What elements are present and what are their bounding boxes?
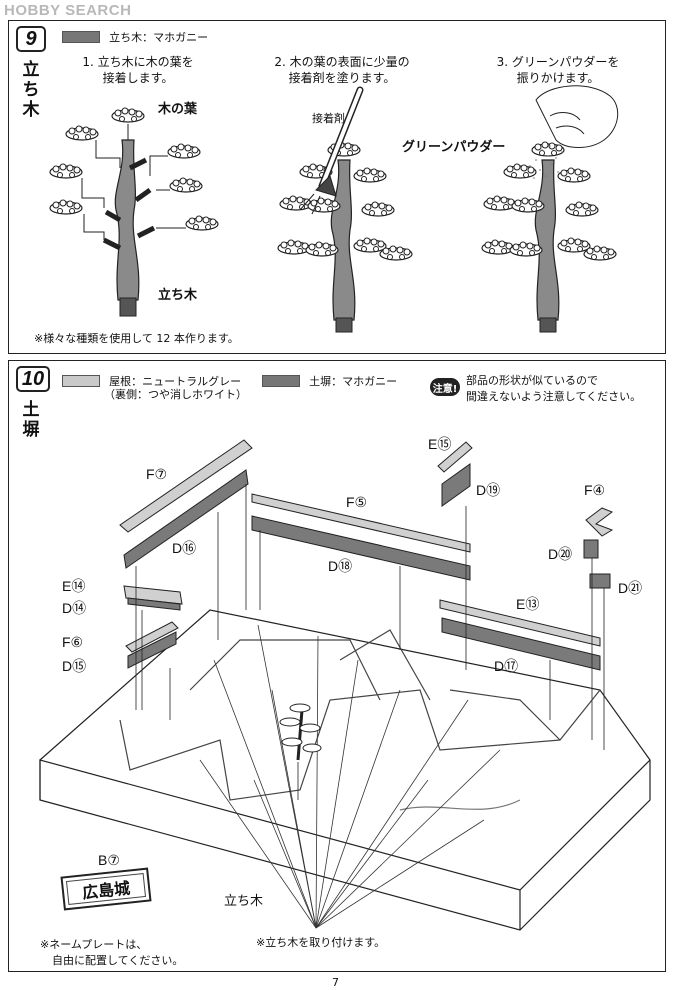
neutral-gray-swatch bbox=[62, 374, 100, 387]
page-number: 7 bbox=[332, 976, 339, 989]
glue-label: 接着剤 bbox=[312, 112, 345, 125]
label-e14: E⑭ bbox=[62, 578, 86, 594]
watermark: HOBBY SEARCH bbox=[4, 2, 132, 19]
label-e15: E⑮ bbox=[428, 436, 452, 452]
label-d17: D⑰ bbox=[494, 658, 519, 674]
step9-instruction-2: 2. 木の葉の表面に少量の 接着剤を塗ります。 bbox=[274, 55, 410, 85]
trunk-label-step9: 立ち木 bbox=[158, 288, 198, 303]
step9-note: ※様々な種類を使用して 12 本作ります。 bbox=[34, 332, 239, 345]
leaves-label: 木の葉 bbox=[158, 102, 198, 117]
wall-paint-text: 土塀：マホガニー bbox=[309, 375, 398, 388]
step10-panel bbox=[8, 360, 666, 972]
label-f5: F⑤ bbox=[346, 494, 368, 510]
label-f6: F⑥ bbox=[62, 634, 84, 650]
label-d19: D⑲ bbox=[476, 482, 501, 498]
roof-paint-legend: 屋根：ニュートラルグレー bbox=[62, 370, 241, 389]
roof-paint-text: 屋根：ニュートラルグレー bbox=[109, 375, 242, 388]
label-d15: D⑮ bbox=[62, 658, 87, 674]
step9-paint-text: 立ち木：マホガニー bbox=[109, 31, 209, 44]
step9-title: 立ち木 bbox=[22, 60, 40, 120]
tree-attach-note: ※立ち木を取り付けます。 bbox=[256, 936, 386, 949]
step9-instruction-1: 1. 立ち木に木の葉を 接着します。 bbox=[82, 55, 194, 85]
step9-paint-legend: 立ち木：マホガニー bbox=[62, 26, 208, 45]
label-d18: D⑱ bbox=[328, 558, 353, 574]
tree-label-step10: 立ち木 bbox=[224, 894, 264, 909]
mahogany-swatch bbox=[62, 30, 100, 43]
step9-instruction-3: 3. グリーンパウダーを 振りかけます。 bbox=[496, 55, 620, 85]
label-b7: B⑦ bbox=[98, 852, 120, 868]
label-d20: D⑳ bbox=[548, 546, 573, 562]
label-d16: D⑯ bbox=[172, 540, 197, 556]
step10-title: 土塀 bbox=[22, 400, 40, 440]
label-f4: F④ bbox=[584, 482, 606, 498]
label-d14: D⑭ bbox=[62, 600, 87, 616]
caution-badge: 注意! bbox=[430, 378, 460, 396]
step9-panel bbox=[8, 20, 666, 354]
wall-mahogany-swatch bbox=[262, 374, 300, 387]
green-powder-label: グリーンパウダー bbox=[402, 140, 506, 155]
roof-back-paint-text: （裏側：つや消しホワイト） bbox=[104, 388, 247, 401]
step10-number: 10 bbox=[16, 366, 50, 392]
label-f7: F⑦ bbox=[146, 466, 168, 482]
label-d21: D㉑ bbox=[618, 580, 643, 596]
nameplate-note: ※ネームプレートは、 自由に配置してください。 bbox=[40, 938, 184, 967]
wall-paint-legend: 土塀：マホガニー bbox=[262, 370, 397, 389]
caution-text: 部品の形状が似ているので 間違えないよう注意してください。 bbox=[466, 374, 642, 403]
step9-number: 9 bbox=[16, 26, 46, 52]
label-e13: E⑬ bbox=[516, 596, 540, 612]
